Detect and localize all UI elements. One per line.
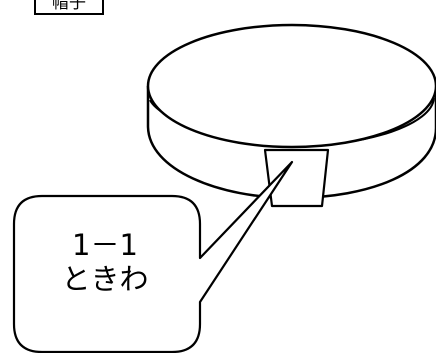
hat-top	[146, 23, 436, 149]
name-tag	[263, 148, 330, 208]
callout-line-2: ときわ	[61, 262, 149, 296]
callout-bubble	[12, 160, 294, 353]
callout-text: 1－1 ときわ	[12, 228, 198, 296]
title-label-box: 帽子	[34, 0, 104, 15]
title-label: 帽子	[52, 0, 86, 13]
callout-line-1: 1－1	[72, 228, 138, 262]
